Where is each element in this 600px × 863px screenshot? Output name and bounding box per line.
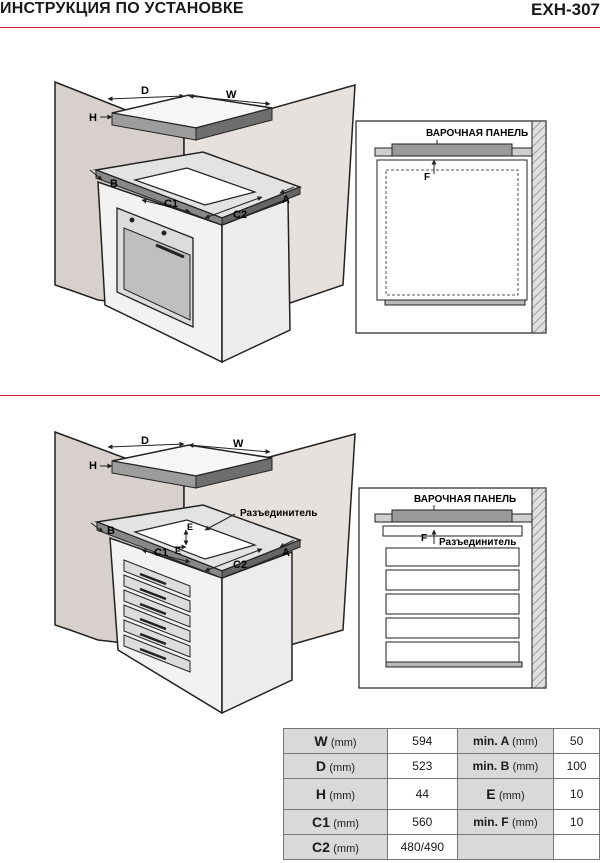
label-b2: B	[107, 525, 115, 537]
side-label-f-2: F	[421, 533, 427, 544]
label-a: A	[282, 194, 290, 206]
top-divider	[0, 27, 600, 28]
dim-d	[107, 93, 185, 102]
dim-w	[188, 93, 271, 107]
side-label-disconnector: Разъединитель	[439, 537, 516, 548]
side-label-f: F	[424, 172, 430, 183]
side-hob	[391, 143, 513, 157]
side-title: ВАРОЧНАЯ ПАНЕЛЬ	[426, 128, 528, 139]
table-row: D (mm) 523 min. B (mm) 100	[283, 753, 600, 779]
side-drawers	[385, 547, 520, 663]
label-c1: C1	[164, 198, 178, 210]
label-e-side: E	[175, 546, 181, 556]
label-c1-2: C1	[154, 547, 168, 559]
label-e-top: E	[187, 522, 193, 532]
dim-b	[89, 169, 103, 181]
dim-c1	[141, 198, 191, 214]
label-h2: H	[89, 460, 97, 472]
spec-table: W (mm) 594 min. A (mm) 50 D (mm) 523 min…	[283, 728, 600, 860]
label-w: W	[226, 89, 237, 101]
dim-c2	[204, 196, 263, 219]
label-disconnector: Разъединитель	[240, 508, 317, 519]
label-d: D	[141, 85, 149, 97]
model-code: EXH-307	[531, 0, 600, 19]
label-c2: C2	[233, 209, 247, 221]
installation-diagram-oven: D W H B A C1 C2 ВАРОЧНАЯ ПАНЕЛЬ F	[54, 80, 547, 364]
label-b: B	[110, 178, 118, 190]
table-row: H (mm) 44 E (mm) 10	[283, 778, 600, 810]
installation-diagram-drawers: D W H B A C1 C2 E E Разъединитель ВАРОЧН…	[54, 430, 547, 715]
label-w2: W	[233, 438, 244, 450]
label-c2-2: C2	[233, 559, 247, 571]
worktop-cutout	[132, 167, 258, 206]
middle-divider	[0, 395, 600, 396]
side-title-2: ВАРОЧНАЯ ПАНЕЛЬ	[414, 494, 516, 505]
dim-a	[279, 186, 295, 194]
drawer-stack	[123, 559, 191, 673]
label-h: H	[89, 112, 97, 124]
label-d2: D	[141, 435, 149, 447]
table-row: W (mm) 594 min. A (mm) 50	[283, 728, 600, 754]
table-row: C2 (mm) 480/490	[283, 834, 600, 860]
page-header: ИНСТРУКЦИЯ ПО УСТАНОВКЕ EXH-307	[0, 0, 600, 26]
label-a2: A	[282, 547, 290, 559]
page-title: ИНСТРУКЦИЯ ПО УСТАНОВКЕ	[0, 0, 244, 17]
table-row: C1 (mm) 560 min. F (mm) 10	[283, 809, 600, 835]
